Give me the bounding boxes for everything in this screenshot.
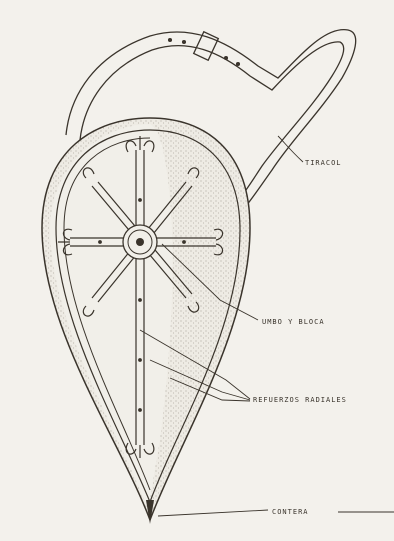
label-tiracol: TIRACOL — [305, 159, 342, 167]
shield-body — [42, 118, 250, 520]
label-refuerzos-radiales: REFUERZOS RADIALES — [253, 396, 347, 404]
umbo-boss — [123, 225, 157, 259]
label-umbo-bloca: UMBO Y BLOCA — [262, 318, 325, 326]
label-contera: CONTERA — [272, 508, 309, 516]
